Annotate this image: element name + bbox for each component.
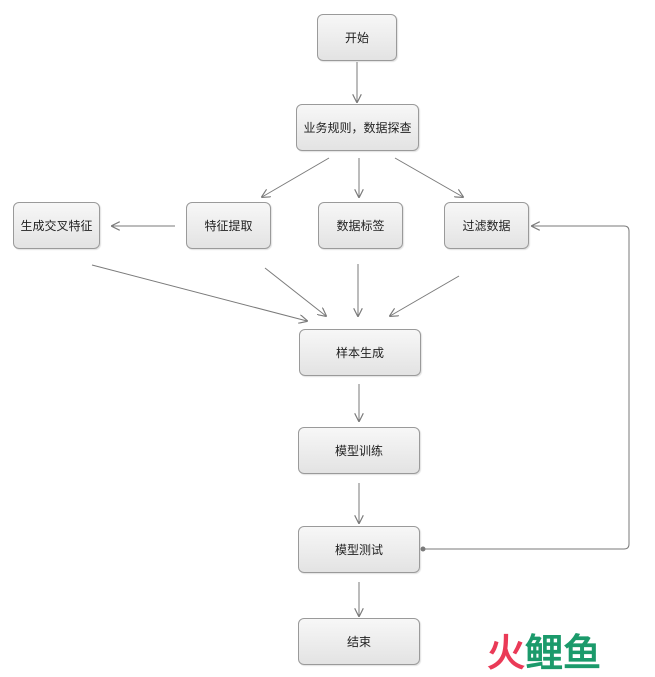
- node-start[interactable]: 开始: [317, 14, 397, 61]
- arrow-extract-to-sample: [264, 267, 326, 316]
- feedback-origin-dot: [420, 546, 426, 552]
- node-sample-gen[interactable]: 样本生成: [299, 329, 421, 376]
- node-cross-features[interactable]: 生成交叉特征: [13, 202, 100, 249]
- arrow-rules-to-filter: [394, 157, 463, 197]
- node-model-test[interactable]: 模型测试: [298, 526, 420, 573]
- logo-char-1: 火鲤鱼: [487, 631, 601, 674]
- node-filter-data[interactable]: 过滤数据: [444, 202, 529, 249]
- node-feature-extract[interactable]: 特征提取: [186, 202, 271, 249]
- node-model-train[interactable]: 模型训练: [298, 427, 420, 474]
- brand-logo: 火鲤鱼: [487, 631, 601, 674]
- node-data-label[interactable]: 数据标签: [318, 202, 403, 249]
- arrow-cross-to-sample: [91, 264, 307, 321]
- arrow-filter-to-sample: [390, 275, 460, 316]
- arrow-rules-to-extract: [262, 157, 330, 197]
- svg-text:火鲤鱼: 火鲤鱼: [487, 631, 601, 674]
- node-business-rules[interactable]: 业务规则，数据探查: [296, 104, 419, 151]
- node-end[interactable]: 结束: [298, 618, 420, 665]
- feedback-test-to-filter: [423, 226, 630, 550]
